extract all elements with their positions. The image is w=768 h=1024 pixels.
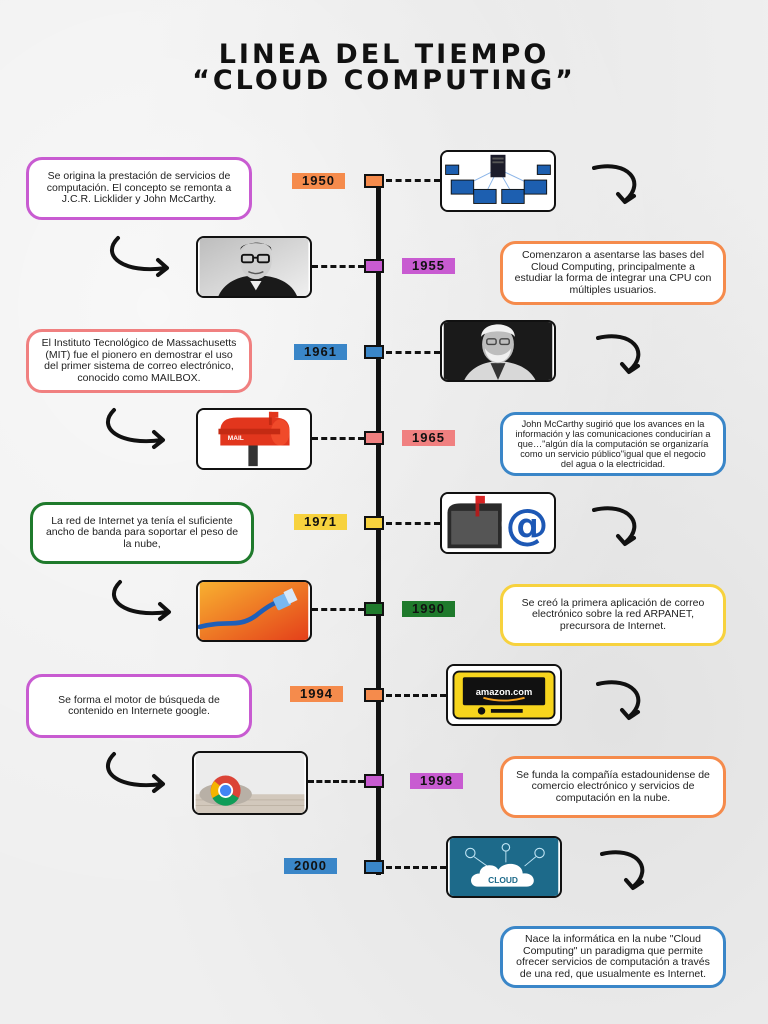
event-1955-year: 1955 <box>402 258 455 274</box>
event-1998-year: 1998 <box>410 773 463 789</box>
curved-arrow-icon <box>596 680 641 720</box>
event-1990-image <box>196 580 312 642</box>
servers-network-icon <box>443 152 553 210</box>
page-title-line1: LINEA DEL TIEMPO <box>218 39 550 70</box>
event-1998-description: Se funda la compañía estadounidense de c… <box>500 756 726 818</box>
event-1955-image <box>196 236 312 298</box>
event-2000-text: Nace la informática en la nube "Cloud Co… <box>516 933 710 980</box>
event-1955-marker <box>364 259 384 273</box>
event-1950-marker <box>364 174 384 188</box>
network-cable-icon <box>198 582 309 640</box>
curved-arrow-icon <box>106 752 165 793</box>
event-1971-image: @ <box>440 492 556 554</box>
event-1965-text: John McCarthy sugirió que los avances en… <box>515 419 711 469</box>
event-1965-image: MAIL <box>196 408 312 470</box>
event-1994-image: amazon.com <box>446 664 562 726</box>
event-1950-connector <box>386 179 440 182</box>
cloud-icon: CLOUD <box>449 838 559 896</box>
chrome-logo-icon <box>195 753 305 813</box>
event-1998-marker <box>364 774 384 788</box>
amazon-card-icon: amazon.com <box>449 666 559 724</box>
event-1950-description: Se origina la prestación de servicios de… <box>26 157 252 220</box>
man-portrait-beard <box>443 322 553 380</box>
event-1961-marker <box>364 345 384 359</box>
event-2000-marker <box>364 860 384 874</box>
event-1965-year: 1965 <box>402 430 455 446</box>
event-1994-text: Se forma el motor de búsqueda de conteni… <box>58 693 220 717</box>
event-1994-connector <box>386 694 446 697</box>
curved-arrow-icon <box>592 164 637 204</box>
event-1961-description: El Instituto Tecnológico de Massachusett… <box>26 329 252 393</box>
event-1990-year: 1990 <box>402 601 455 617</box>
curved-arrow-icon <box>106 408 165 449</box>
event-1950-text: Se origina la prestación de servicios de… <box>46 170 232 206</box>
event-1990-marker <box>364 602 384 616</box>
event-1961-connector <box>386 351 440 354</box>
event-1955-connector <box>312 265 364 268</box>
event-1971-connector <box>386 522 440 525</box>
event-1961-year: 1961 <box>294 344 347 360</box>
event-1971-year: 1971 <box>294 514 347 530</box>
event-1965-marker <box>364 431 384 445</box>
event-1994-marker <box>364 688 384 702</box>
svg-text:@: @ <box>505 500 548 550</box>
event-2000-connector <box>386 866 446 869</box>
event-1971-marker <box>364 516 384 530</box>
curved-arrow-icon <box>110 236 169 277</box>
event-1998-image <box>192 751 308 815</box>
man-portrait-glasses <box>199 238 309 296</box>
event-1990-connector <box>312 608 364 611</box>
curved-arrow-icon <box>600 850 645 890</box>
event-1955-text: Comenzaron a asentarse las bases del Clo… <box>514 249 712 296</box>
event-1990-text: Se creó la primera aplicación de correo … <box>521 596 705 632</box>
cloud-logo-text: CLOUD <box>488 875 518 885</box>
event-1990-description: Se creó la primera aplicación de correo … <box>500 584 726 646</box>
svg-text:MAIL: MAIL <box>228 435 244 442</box>
event-1998-connector <box>308 780 364 783</box>
event-1955-description: Comenzaron a asentarse las bases del Clo… <box>500 241 726 305</box>
red-mailbox-icon: MAIL <box>199 410 309 468</box>
event-1950-year: 1950 <box>292 173 345 189</box>
event-1971-text: La red de Internet ya tenía el suficient… <box>45 514 239 550</box>
event-1965-description: John McCarthy sugirió que los avances en… <box>500 412 726 476</box>
event-2000-year: 2000 <box>284 858 337 874</box>
event-1971-description: La red de Internet ya tenía el suficient… <box>30 502 254 564</box>
event-1994-year: 1994 <box>290 686 343 702</box>
event-1961-image <box>440 320 556 382</box>
event-2000-description: Nace la informática en la nube "Cloud Co… <box>500 926 726 988</box>
amazon-logo-text: amazon.com <box>476 687 533 697</box>
event-1994-description: Se forma el motor de búsqueda de conteni… <box>26 674 252 738</box>
curved-arrow-icon <box>596 334 641 374</box>
event-1965-connector <box>312 437 364 440</box>
curved-arrow-icon <box>592 506 637 546</box>
event-2000-image: CLOUD <box>446 836 562 898</box>
page-title-line2: “CLOUD COMPUTING” <box>192 65 576 96</box>
event-1950-image <box>440 150 556 212</box>
event-1961-text: El Instituto Tecnológico de Massachusett… <box>41 337 237 384</box>
event-1998-text: Se funda la compañía estadounidense de c… <box>516 768 710 804</box>
curved-arrow-icon <box>112 580 171 621</box>
email-mailbox-at-icon: @ <box>443 494 553 552</box>
